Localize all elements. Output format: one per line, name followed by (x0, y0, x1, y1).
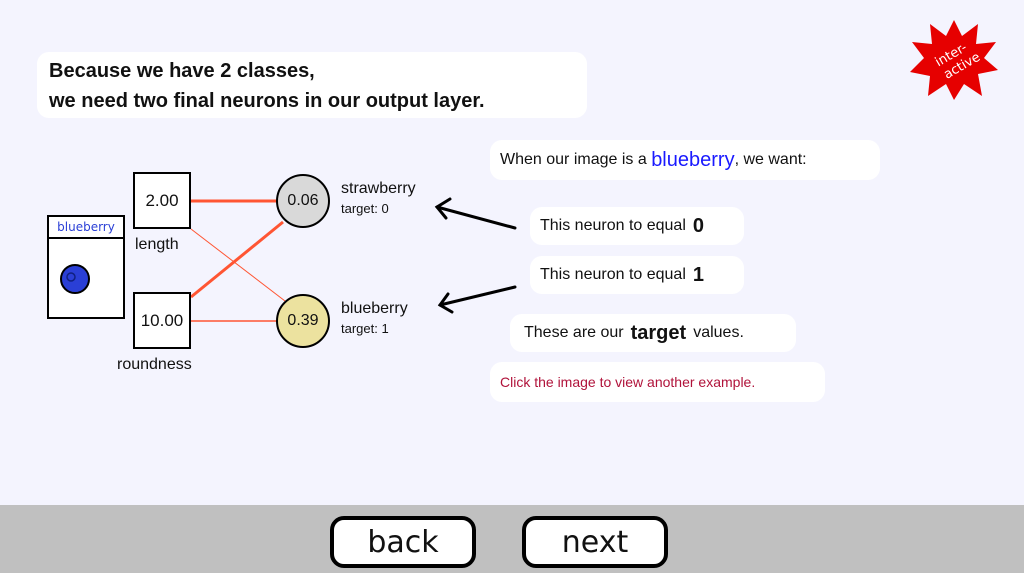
back-button[interactable]: back (330, 516, 476, 568)
input-label-roundness: roundness (117, 356, 192, 373)
blueberry-icon (60, 264, 90, 294)
target-label: target: 1 (341, 321, 389, 336)
class-name: strawberry (341, 180, 416, 197)
output-label-blueberry: blueberry target: 1 (341, 299, 408, 339)
target-label: target: 0 (341, 201, 389, 216)
title-line-2: we need two final neurons in our output … (49, 90, 485, 112)
target-word: target (630, 321, 687, 344)
hint-bubble: Click the image to view another example. (490, 362, 825, 402)
next-button[interactable]: next (522, 516, 668, 568)
neuron0-text: This neuron to equal (540, 217, 686, 234)
arrow-to-blueberry (437, 285, 517, 314)
network-connections (190, 197, 517, 322)
target-suffix: values. (693, 324, 744, 341)
title-bubble: Because we have 2 classes, we need two f… (37, 52, 587, 118)
intro-suffix: , we want: (734, 151, 807, 168)
output-neuron-blueberry: 0.39 (276, 294, 330, 348)
class-name: blueberry (341, 300, 408, 317)
connection-length-blueberry (190, 228, 286, 302)
starburst-icon: inter- active (910, 20, 998, 100)
target-bubble: These are our target values. (510, 314, 796, 352)
target-prefix: These are our (524, 324, 624, 341)
arrow-to-strawberry (434, 197, 517, 230)
input-label-length: length (135, 236, 179, 253)
output-neuron-strawberry: 0.06 (276, 174, 330, 228)
navigation-bar: back next (0, 505, 1024, 573)
input-length: 2.00 (133, 172, 191, 229)
interactive-badge: inter- active (908, 18, 1000, 102)
connection-roundness-strawberry (190, 220, 284, 299)
neuron1-bubble: This neuron to equal 1 (530, 256, 744, 294)
neuron1-text: This neuron to equal (540, 266, 686, 283)
output-label-strawberry: strawberry target: 0 (341, 179, 416, 219)
intro-prefix: When our image is a (500, 151, 652, 168)
neuron0-value: 0 (692, 214, 704, 237)
image-label: blueberry (49, 217, 123, 239)
title-line-1: Because we have 2 classes, (49, 60, 315, 82)
intro-bubble: When our image is a blueberry , we want: (490, 140, 880, 180)
input-roundness: 10.00 (133, 292, 191, 349)
example-image-card[interactable]: blueberry (47, 215, 125, 319)
neuron1-value: 1 (692, 263, 704, 286)
intro-class: blueberry (651, 148, 735, 171)
neuron0-bubble: This neuron to equal 0 (530, 207, 744, 245)
